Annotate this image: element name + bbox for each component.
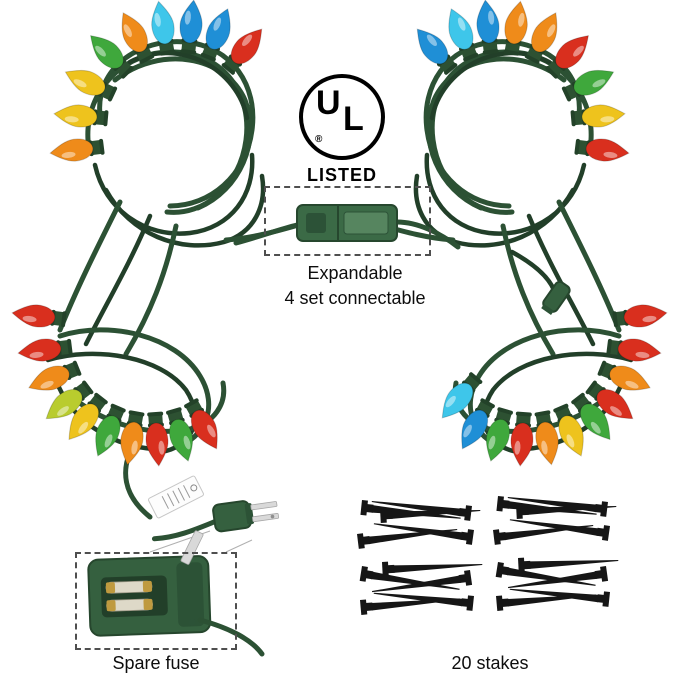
light-bulb (606, 336, 663, 365)
light-bulb (147, 0, 178, 56)
spare-fuse-label: Spare fuse (112, 653, 200, 673)
light-bulb (561, 61, 619, 103)
ul-letter-l: L (343, 100, 364, 138)
connector-caption-line1: Expandable (307, 263, 403, 283)
light-bulb (60, 61, 118, 103)
bulb-bundle-left-top (48, 0, 271, 165)
connector-caption-line2: 4 set connectable (284, 288, 426, 308)
ul-listed-badge: U L ® LISTED (299, 74, 385, 186)
stake-layer (357, 489, 619, 615)
plug-cord (197, 617, 265, 657)
light-bulb (48, 136, 105, 165)
light-bulb (16, 336, 73, 365)
bulb-bundle-right-top (408, 0, 631, 165)
light-bulb (10, 301, 67, 330)
fuse-callout-box (75, 552, 237, 650)
leader-line (225, 539, 253, 553)
ul-listed-label: LISTED (306, 165, 377, 185)
connector-caption: Expandable 4 set connectable (248, 261, 462, 311)
stakes-label: 20 stakes (451, 653, 529, 673)
light-bulb (144, 411, 171, 468)
light-bulb (574, 136, 631, 165)
ul-letter-u: U (316, 84, 341, 122)
light-bulb (612, 301, 669, 330)
connector-callout-box (264, 186, 431, 256)
socket-end (541, 280, 571, 316)
bulb-bundle-right-lower (433, 301, 669, 468)
fuse-plug-closeup (87, 530, 212, 637)
fuse-connector (233, 204, 461, 250)
light-bulb (501, 0, 532, 56)
ul-tag (148, 475, 204, 519)
ul-logo-icon: U L ® (299, 74, 385, 160)
light-bulb (508, 411, 535, 468)
power-plug (151, 500, 280, 542)
registered-mark: ® (315, 134, 323, 145)
